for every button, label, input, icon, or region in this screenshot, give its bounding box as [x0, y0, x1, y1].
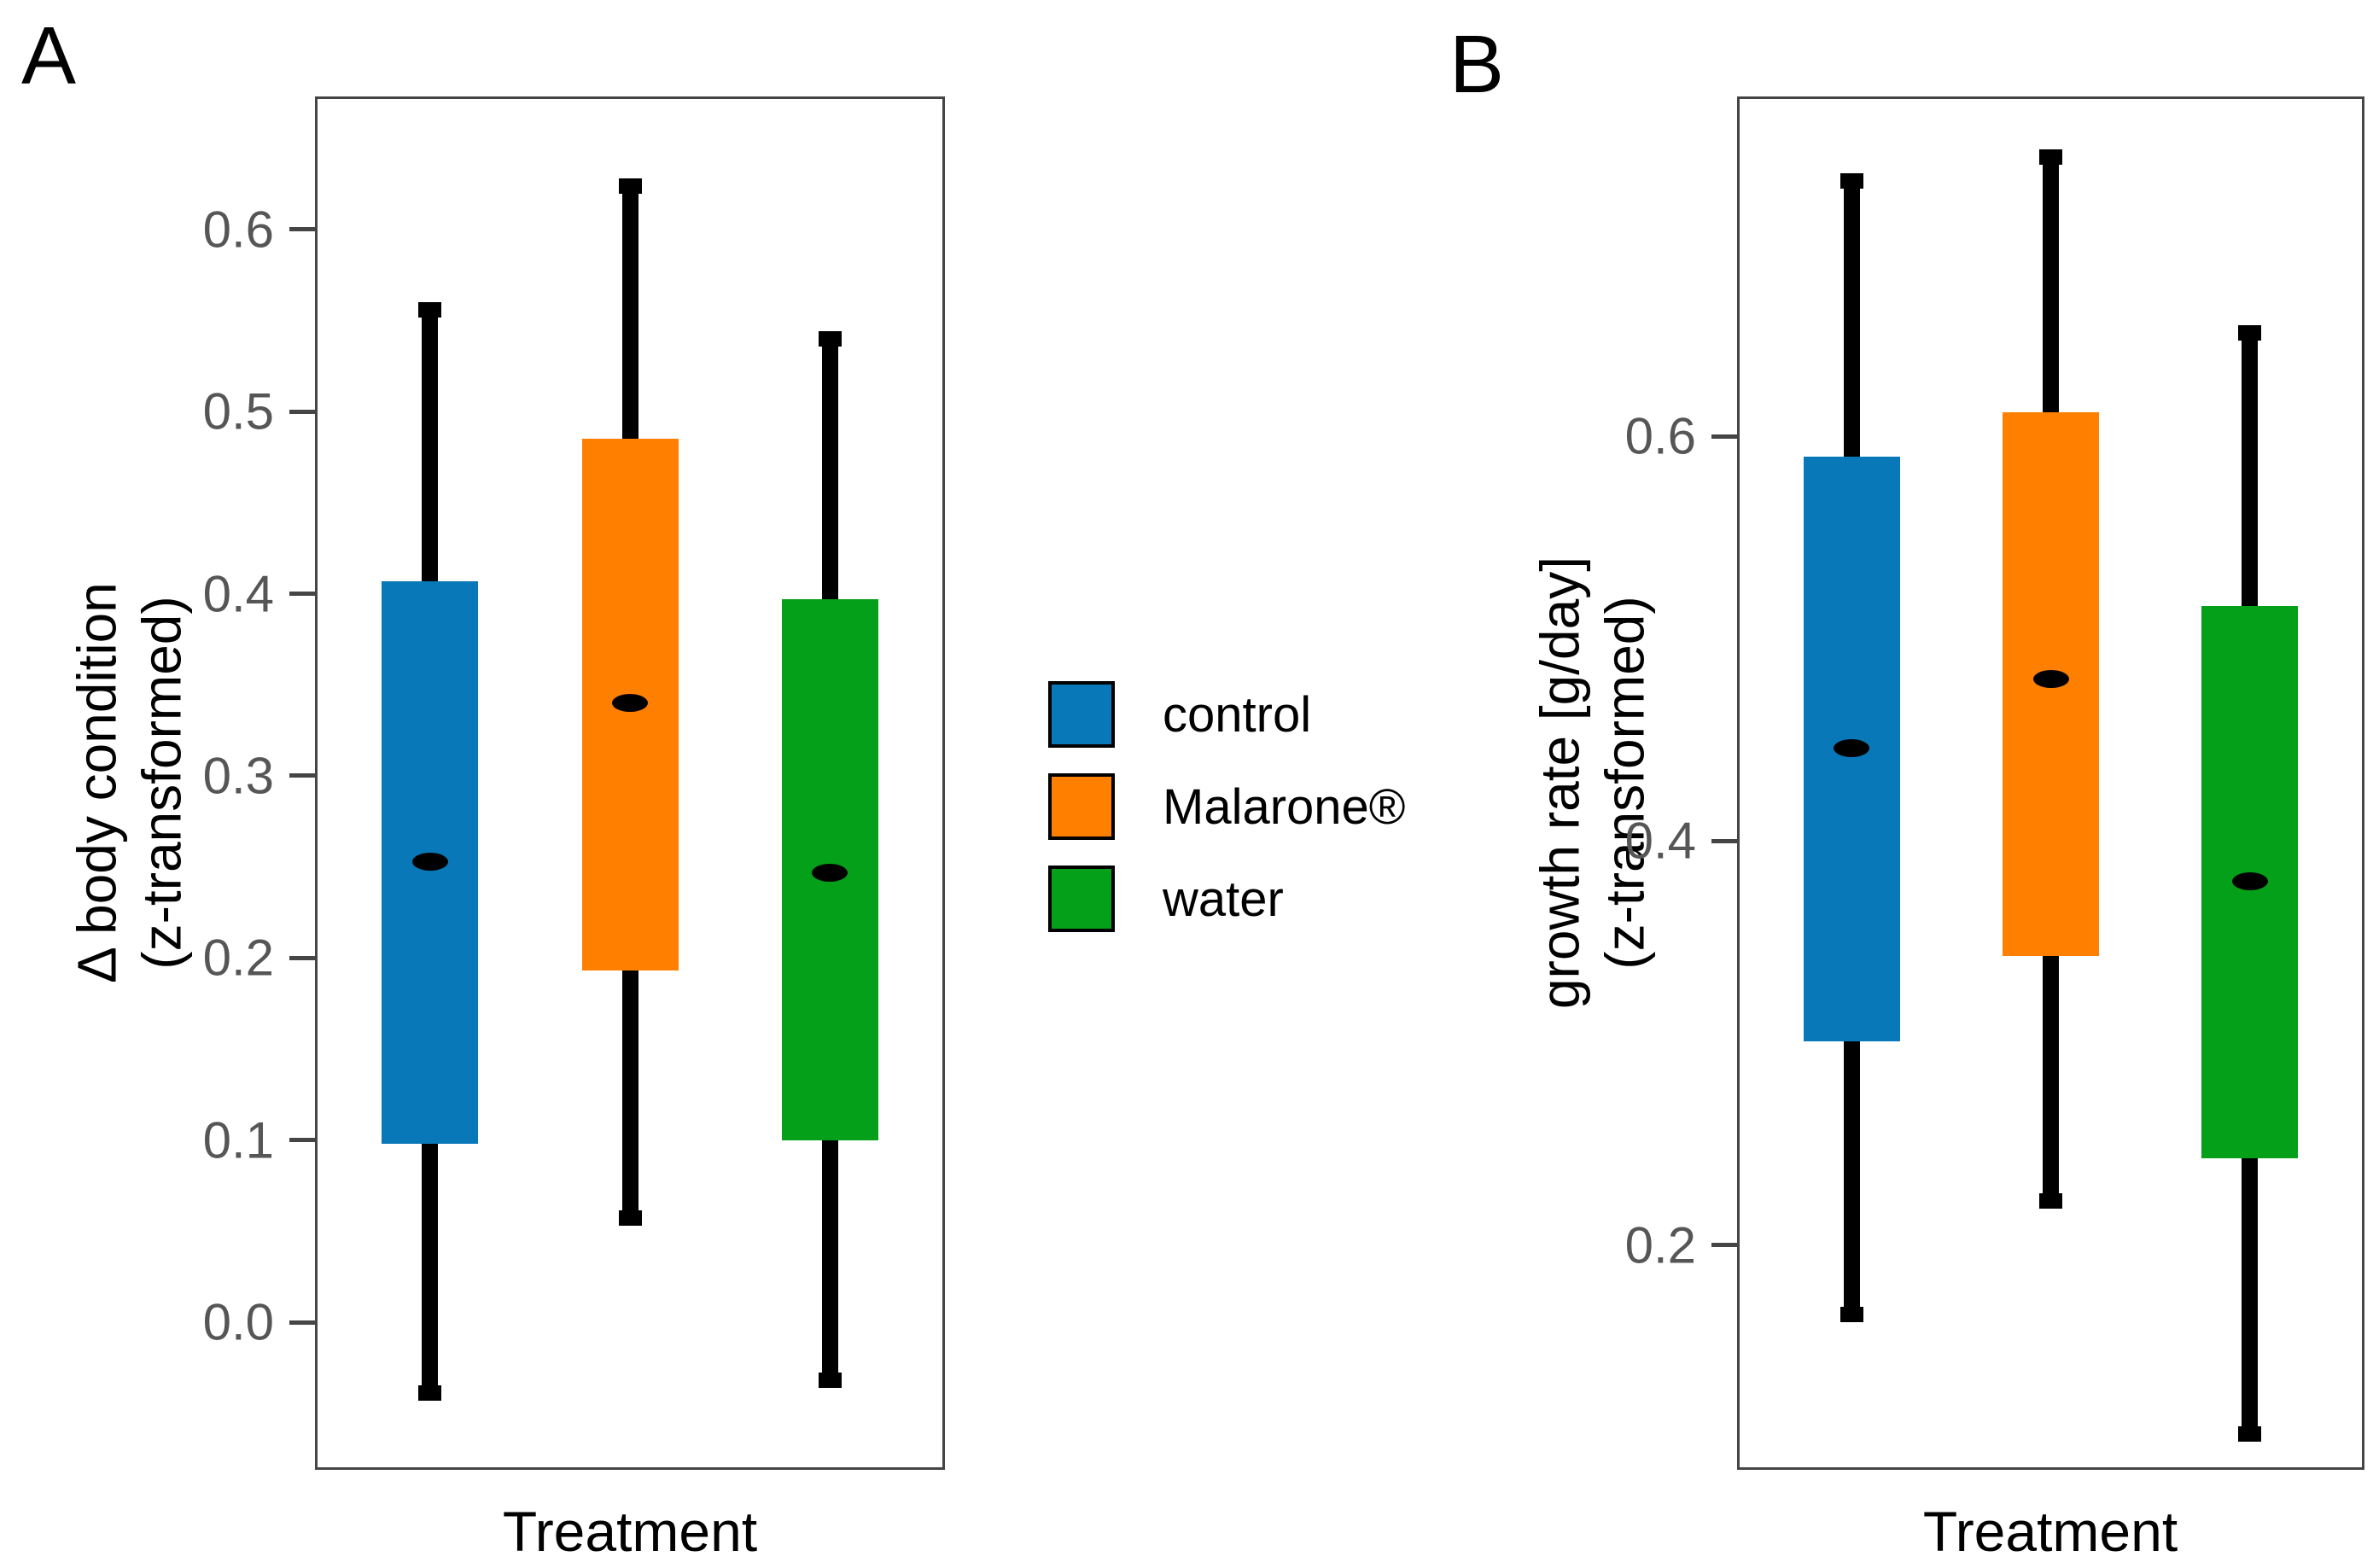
y-tick-label: 0.5	[202, 382, 274, 440]
mean-dot	[812, 863, 848, 882]
y-tick-label: 0.6	[202, 201, 274, 259]
legend: control Malarone® water	[1048, 681, 1406, 958]
control-color-swatch	[1048, 681, 1115, 748]
y-tick-mark	[289, 409, 315, 414]
y-tick-mark	[1711, 1243, 1737, 1248]
legend-label-malarone: Malarone®	[1163, 778, 1406, 835]
malarone-color-swatch	[1048, 773, 1115, 840]
y-tick-mark	[1711, 434, 1737, 439]
whisker-cap-top	[1840, 173, 1863, 189]
mean-dot	[2231, 871, 2268, 890]
legend-row-water: water	[1048, 866, 1406, 932]
whisker-cap-top	[418, 302, 442, 318]
y-tick-label: 0.1	[202, 1111, 274, 1169]
legend-row-control: control	[1048, 681, 1406, 748]
y-tick-label: 0.2	[1624, 1216, 1696, 1274]
y-tick-label: 0.6	[1624, 407, 1696, 465]
panel-a-letter: A	[21, 10, 77, 102]
whisker-cap-top	[2238, 324, 2262, 341]
legend-row-malarone: Malarone®	[1048, 773, 1406, 840]
panel-b-y-axis-title-line2: (z-transformed)	[1594, 596, 1655, 970]
y-tick-label: 0.2	[202, 929, 274, 987]
y-tick-mark	[289, 955, 315, 960]
legend-label-water: water	[1163, 871, 1284, 927]
y-tick-label: 0.3	[202, 747, 274, 805]
y-tick-label: 0.4	[202, 565, 274, 623]
whisker-cap-top	[2039, 149, 2062, 165]
panel-b-y-axis-title: growth rate [g/day] (z-transformed)	[1528, 557, 1657, 1009]
y-tick-label: 0.4	[1624, 812, 1696, 870]
y-tick-mark	[1711, 838, 1737, 843]
y-tick-mark	[289, 227, 315, 232]
panel-b-letter: B	[1449, 19, 1505, 110]
y-tick-label: 0.0	[202, 1293, 274, 1351]
panel-b-x-axis-title: Treatment	[1922, 1500, 2178, 1563]
y-tick-mark	[289, 1138, 315, 1143]
whisker-cap-bottom	[418, 1384, 442, 1401]
y-tick-mark	[289, 1320, 315, 1325]
whisker-cap-bottom	[2039, 1193, 2062, 1210]
y-tick-mark	[289, 773, 315, 778]
y-tick-mark	[289, 592, 315, 597]
mean-dot	[411, 852, 448, 871]
legend-label-control: control	[1163, 686, 1312, 743]
whisker-cap-top	[618, 178, 642, 195]
whisker-cap-bottom	[618, 1210, 642, 1227]
water-color-swatch	[1048, 866, 1115, 932]
whisker-cap-bottom	[1840, 1307, 1863, 1322]
panel-a-x-axis-title: Treatment	[502, 1500, 758, 1563]
mean-dot	[2032, 669, 2069, 688]
whisker-cap-bottom	[818, 1372, 842, 1388]
mean-dot	[612, 694, 648, 713]
whisker-cap-top	[818, 331, 842, 347]
whisker-cap-bottom	[2238, 1425, 2262, 1442]
mean-dot	[1834, 738, 1870, 757]
panel-b-y-axis-title-line1: growth rate [g/day]	[1529, 556, 1591, 1010]
